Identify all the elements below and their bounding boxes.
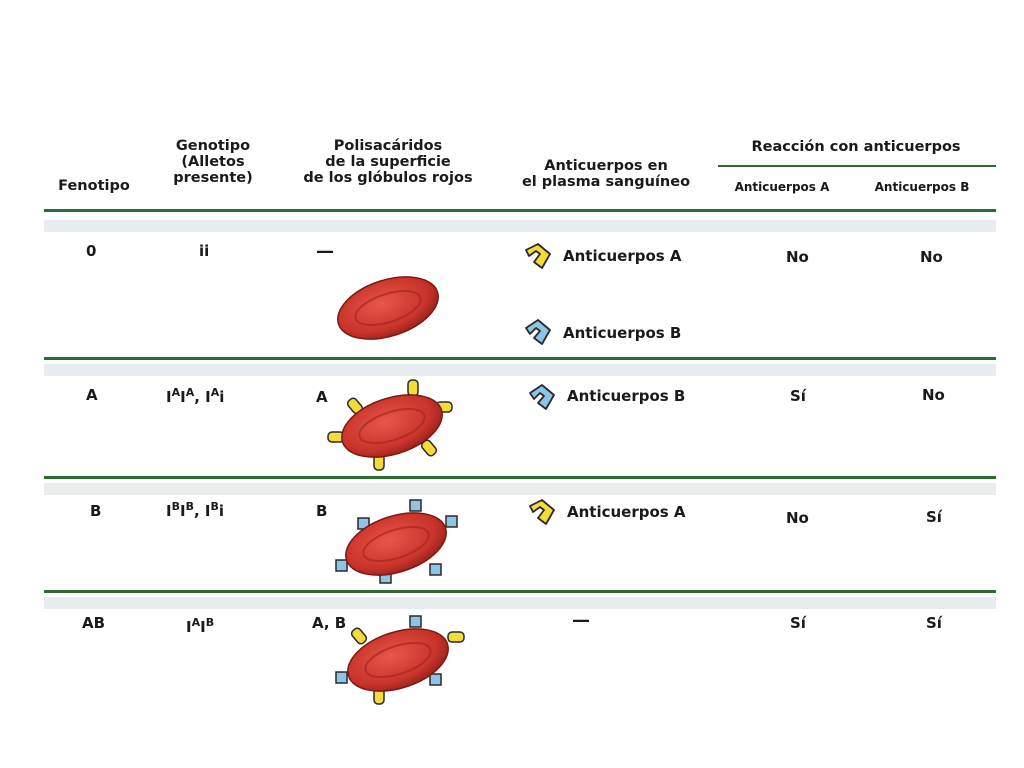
row-ab-fenotipo: AB [82,614,106,632]
row-0-antibody-b-label: Anticuerpos B [563,324,682,342]
antibody-b-icon [525,319,551,345]
row-b-rule [44,590,996,593]
row-a-fenotipo: A [86,386,98,404]
row-0-reaccion-b: No [920,248,943,266]
header-rule [44,209,996,212]
row-a-geno-i2: I [180,388,186,406]
row-a-geno-sup3: A [210,386,220,399]
header-genotipo-line1: Genotipo [175,138,251,154]
row-ab-polisacarido: A, B [312,614,347,632]
row-b-band [44,483,996,495]
row-a-geno-sup1: A [171,386,181,399]
row-b-geno-i1: I [166,502,172,520]
header-anticuerpos-plasma: Anticuerpos en el plasma sanguíneo [498,158,714,190]
row-a-geno-sup2: A [185,386,195,399]
row-b-reaccion-b: Sí [926,508,942,526]
row-b-genotipo: IBIB, IBi [166,500,224,520]
row-a-polisacarido: A [316,388,328,406]
header-polisacaridos: Polisacáridos de la superficie de los gl… [280,138,496,186]
header-reaccion-rule [718,165,996,167]
row-b-fenotipo: B [90,502,102,520]
row-0-genotipo: ii [199,242,210,260]
header-polisacaridos-line3: de los glóbulos rojos [303,170,473,186]
row-a-reaccion-a: Sí [790,387,806,405]
row-b-geno-sup2: B [185,500,194,513]
row-ab-reaccion-b: Sí [926,614,942,632]
antibody-a-icon [525,243,551,269]
row-ab-geno-sup2: B [205,616,215,629]
row-b-geno-i2: I [179,502,186,520]
row-0-rule [44,357,996,360]
row-0-fenotipo: 0 [86,242,97,260]
red-blood-cell-ab-antigen-icon [335,615,465,705]
row-ab-genotipo: IAIB [186,616,214,636]
row-ab-geno-i1: I [186,618,192,636]
row-0-reaccion-a: No [786,248,809,266]
header-anticuerpos-line2: el plasma sanguíneo [521,174,691,190]
row-ab-band [44,597,996,609]
row-b-geno-sup1: B [171,500,180,513]
row-a-geno-i3: , I [194,388,211,406]
red-blood-cell-a-antigen-icon [327,379,453,471]
row-0-polisacarido: — [316,241,334,262]
row-a-band [44,364,996,376]
row-ab-geno-i2: I [200,618,206,636]
row-a-antibody-label: Anticuerpos B [567,387,686,405]
row-a-geno-i4: i [219,388,225,406]
red-blood-cell-icon [337,276,439,340]
row-ab-geno-sup1: A [191,616,201,629]
header-fenotipo: Fenotipo [58,178,130,194]
row-b-geno-sup3: B [210,500,219,513]
row-a-rule [44,476,996,479]
header-anticuerpos-line1: Anticuerpos en [544,158,668,174]
row-b-polisacarido: B [316,502,328,520]
row-a-genotipo: IAIA, IAi [166,386,224,406]
header-anti-b: Anticuerpos B [874,180,970,194]
red-blood-cell-b-antigen-icon [335,499,458,584]
row-b-geno-i4: i [218,502,225,520]
row-b-geno-i3: , I [193,502,211,520]
row-0-band [44,220,996,232]
row-ab-reaccion-a: Sí [790,614,806,632]
header-polisacaridos-line2: de la superficie [325,154,451,170]
row-ab-anticuerpos: — [572,610,590,631]
header-reaccion: Reacción con anticuerpos [751,139,961,155]
row-b-reaccion-a: No [786,509,809,527]
antibody-a-icon [529,499,555,525]
header-genotipo-line2: (Alletos [181,154,245,170]
header-anti-a: Anticuerpos A [734,180,830,194]
antibody-b-icon [529,384,555,410]
row-b-antibody-label: Anticuerpos A [567,503,686,521]
row-0-antibody-a-label: Anticuerpos A [563,247,682,265]
row-a-geno-i1: I [166,388,172,406]
header-polisacaridos-line1: Polisacáridos [333,138,443,154]
header-genotipo-line3: presente) [173,170,253,186]
row-a-reaccion-b: No [922,386,945,404]
header-genotipo: Genotipo (Alletos presente) [150,138,276,186]
